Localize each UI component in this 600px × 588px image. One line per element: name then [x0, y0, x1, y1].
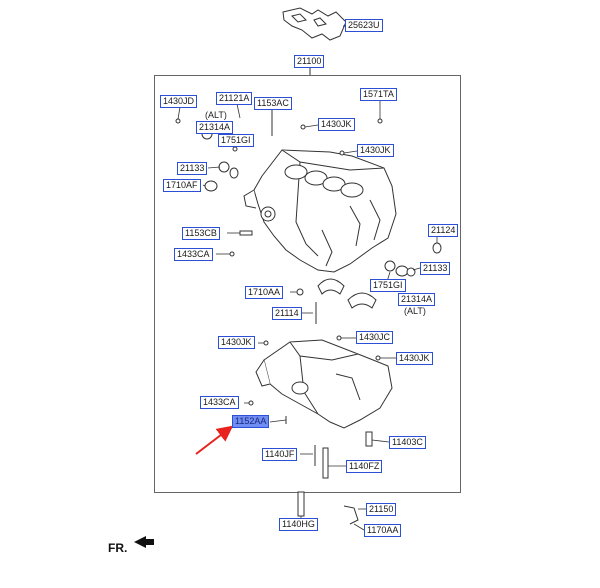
- front-direction-label: FR.: [108, 541, 128, 555]
- part-label-1571ta[interactable]: 1571TA: [360, 88, 397, 101]
- fastener-drawings: [175, 110, 442, 525]
- part-label-1152aa-highlighted[interactable]: 1152AA: [232, 415, 270, 428]
- part-label-1153cb[interactable]: 1153CB: [182, 227, 220, 240]
- part-label-1710aa[interactable]: 1710AA: [245, 286, 284, 299]
- part-label-1430jk-c[interactable]: 1430JK: [218, 336, 255, 349]
- part-label-25623u[interactable]: 25623U: [345, 19, 383, 32]
- alt-note-right: (ALT): [404, 306, 426, 316]
- part-label-1430jk-b[interactable]: 1430JK: [357, 144, 394, 157]
- part-label-21150[interactable]: 21150: [366, 503, 397, 516]
- part-label-1710af[interactable]: 1710AF: [163, 179, 201, 192]
- part-label-1433ca-top[interactable]: 1433CA: [174, 248, 213, 261]
- part-label-1430jc[interactable]: 1430JC: [356, 331, 394, 344]
- part-label-21133-right[interactable]: 21133: [420, 262, 451, 275]
- part-label-1153ac[interactable]: 1153AC: [254, 97, 292, 110]
- part-label-1170aa[interactable]: 1170AA: [364, 524, 402, 537]
- part-label-1430jd[interactable]: 1430JD: [160, 95, 198, 108]
- part-label-1430jk-d[interactable]: 1430JK: [396, 352, 433, 365]
- part-label-21314a-right[interactable]: 21314A: [398, 293, 436, 306]
- part-label-21121a[interactable]: 21121A: [216, 92, 253, 105]
- part-label-21114[interactable]: 21114: [272, 307, 302, 320]
- pointer-arrow: [195, 425, 234, 455]
- part-label-1140hg[interactable]: 1140HG: [279, 518, 318, 531]
- front-direction-icon: [134, 536, 154, 548]
- part-label-1751gi-top[interactable]: 1751GI: [218, 134, 254, 147]
- cylinder-block-drawing: [243, 149, 397, 273]
- manifold-gasket-drawing: [282, 7, 348, 41]
- part-label-1751gi-right[interactable]: 1751GI: [370, 279, 406, 292]
- part-label-11403c[interactable]: 11403C: [389, 436, 426, 449]
- part-label-21100[interactable]: 21100: [294, 55, 325, 68]
- part-label-1433ca-bottom[interactable]: 1433CA: [200, 396, 239, 409]
- assembly-frame: [154, 75, 461, 493]
- part-label-1430jk-a[interactable]: 1430JK: [318, 118, 355, 131]
- part-label-21124[interactable]: 21124: [428, 224, 459, 237]
- part-label-1140fz[interactable]: 1140FZ: [346, 460, 383, 473]
- part-label-21133-left[interactable]: 21133: [177, 162, 208, 175]
- part-label-1140jf[interactable]: 1140JF: [262, 448, 298, 461]
- lower-crankcase-drawing: [255, 339, 393, 429]
- bearing-caps-drawing: [317, 278, 377, 309]
- alt-note-top: (ALT): [205, 110, 227, 120]
- part-label-21314a-top[interactable]: 21314A: [196, 121, 234, 134]
